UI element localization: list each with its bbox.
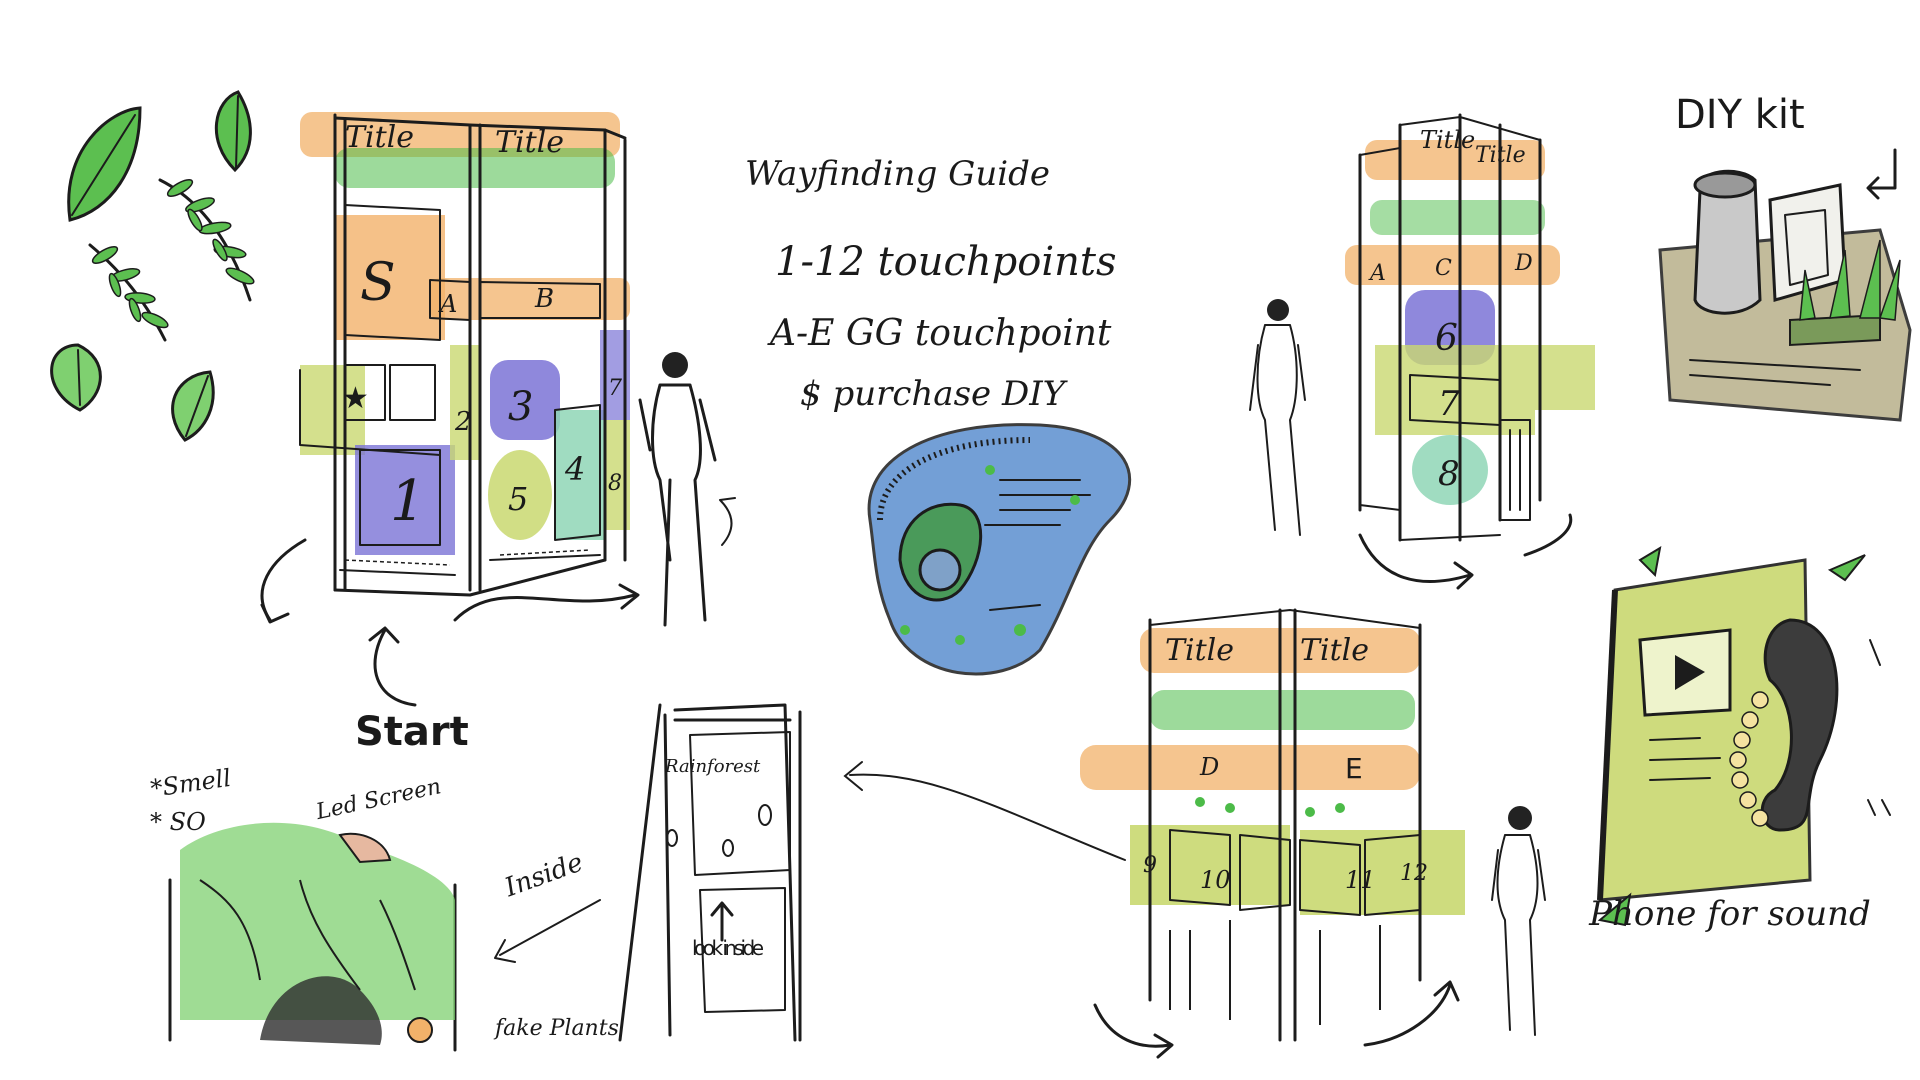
leaf-icon [171,370,215,442]
connector-arrow [843,761,1126,861]
legend-purchase: $ purchase DIY [800,374,1069,414]
start-label: Start [355,709,469,755]
touchpoint-9: 9 [1143,853,1157,878]
up-arrow-icon [710,901,734,942]
phone-panel: Phone for sound [1588,546,1891,934]
kiosk-tower-1: Title Title S A B ★ 1 2 3 4 5 7 8 [260,112,736,627]
rainforest-sign: Rainforest look inside [618,703,802,1042]
legend-egg: A-E GG touchpoint [767,313,1112,354]
touchpoint-6: 6 [1435,318,1458,359]
play-icon [1675,655,1705,690]
touchpoint-10: 10 [1200,866,1231,894]
touchpoint-11: 11 [1345,866,1376,894]
touchpoint-2: 2 [454,407,472,437]
touchpoint-7b: 7 [1438,384,1460,424]
flow-arrow [1363,980,1460,1047]
diy-kit-label: DIY kit [1675,92,1805,138]
touchpoint-5: 5 [508,480,528,518]
tower2-letter-a: A [1368,261,1386,286]
led-screen-label: Led Screen [313,774,443,825]
look-inside-label: look inside [692,936,764,960]
inside-label: Inside [500,847,587,903]
touchpoint-7: 7 [608,376,622,401]
tower1-letter-b: B [534,284,554,314]
legend: Wayfinding Guide 1-12 touchpoints A-E GG… [745,154,1117,414]
tower1-letter-s: S [360,253,396,313]
flow-arrow [260,538,307,624]
tower3-title-left: Title [1165,633,1234,668]
tower3-letter-e: E [1345,752,1363,785]
leaf-icon [214,90,252,173]
fake-plants-label: fake Plants [493,1016,619,1041]
diy-kit: DIY kit [1658,92,1912,422]
phone-handset-icon [1760,618,1839,832]
visitor-figure [1249,299,1306,536]
tower2-letter-c: C [1435,256,1452,281]
tower3-letter-d: D [1199,753,1219,781]
touchpoint-8: 8 [608,471,622,496]
note-smell: *Smell [149,764,233,803]
leaf-cluster [50,90,255,442]
pond-touchpoint [867,423,1132,676]
legend-touchpoints: 1-12 touchpoints [775,239,1117,285]
touchpoint-8b: 8 [1438,454,1460,494]
touchpoint-4: 4 [564,450,585,488]
legend-wayfinding: Wayfinding Guide [745,154,1050,194]
kiosk-tower-2: Title Title A C D 6 7 8 [1249,113,1595,590]
touchpoint-12: 12 [1400,861,1428,886]
inside-view: *Smell * SO Led Screen fake Plants [149,764,619,1052]
inside-arrow [494,899,601,963]
rainforest-title: Rainforest [664,756,761,777]
corner-arrow-icon [1866,148,1897,200]
flow-arrow [1358,533,1474,590]
wayfinding-star: ★ [342,381,369,416]
flow-arrow [1093,1003,1174,1059]
phone-label: Phone for sound [1588,894,1871,934]
note-so: * SO [150,808,206,836]
tower1-title-left: Title [345,120,414,155]
start-arrow [368,626,417,707]
visitor-figure [638,352,717,627]
tower1-title-right: Title [495,125,564,160]
kiosk-tower-3: Title Title D E 9 10 11 12 [1080,608,1546,1059]
leaf-icon [50,343,102,412]
tower2-letter-d: D [1514,251,1533,276]
touchpoint-1: 1 [390,469,426,534]
flow-arrow [453,583,640,622]
tower3-title-right: Title [1300,633,1369,668]
tower2-title-left: Title [1420,126,1475,154]
touchpoint-3: 3 [508,384,533,430]
visitor-figure [1491,806,1546,1036]
tower2-title-right: Title [1475,143,1526,168]
tower1-letter-a: A [438,290,457,318]
